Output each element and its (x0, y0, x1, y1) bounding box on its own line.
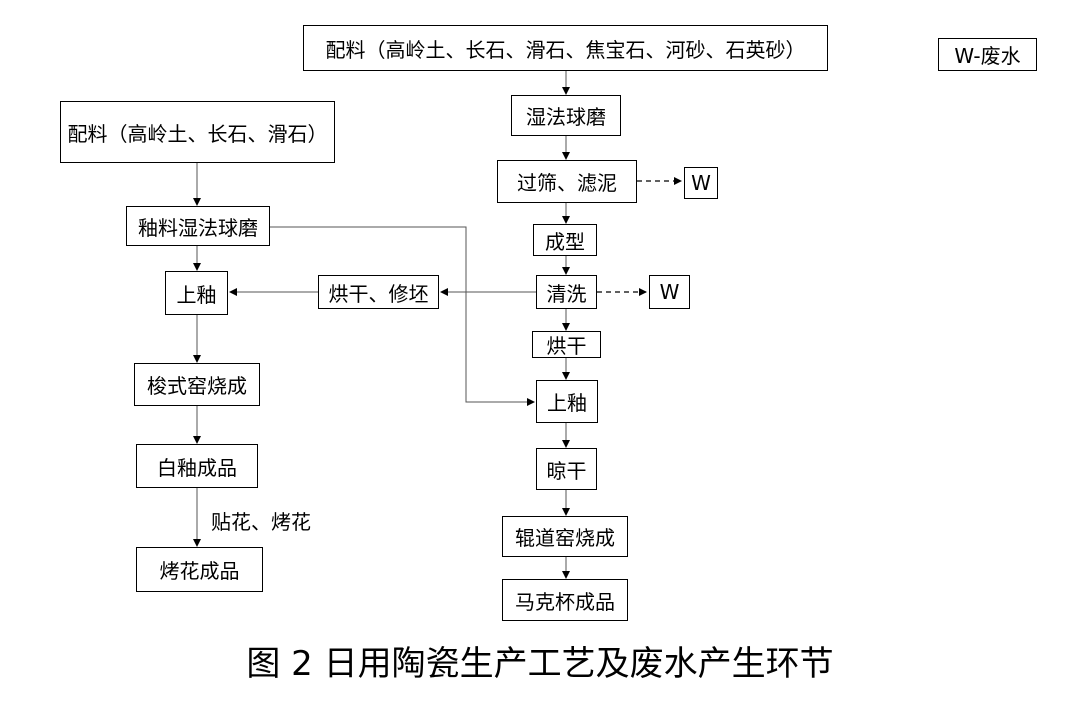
arrow-glaze-milling-to-right-glazing (270, 226, 535, 406)
box-waste-sieving: W (684, 167, 718, 199)
box-right-material: 配料（高岭土、长石、滑石、焦宝石、河砂、石英砂） (303, 25, 828, 71)
box-decal-product: 烤花成品 (136, 547, 263, 592)
box-dry-trim: 烘干、修坯 (318, 275, 439, 309)
box-shuttle-kiln: 梭式窑烧成 (134, 363, 260, 406)
box-washing: 清洗 (536, 275, 597, 309)
box-air-drying: 晾干 (536, 448, 597, 490)
box-mug-product: 马克杯成品 (502, 579, 628, 621)
box-wet-milling: 湿法球磨 (511, 95, 621, 136)
box-white-product: 白釉成品 (136, 444, 258, 488)
box-sieving: 过筛、滤泥 (497, 160, 637, 203)
figure-caption: 图 2 日用陶瓷生产工艺及废水产生环节 (246, 644, 834, 684)
box-left-material: 配料（高岭土、长石、滑石） (60, 101, 335, 163)
box-drying: 烘干 (532, 331, 601, 358)
box-roller-kiln: 辊道窑烧成 (502, 516, 628, 557)
box-right-glazing: 上釉 (536, 380, 598, 423)
box-waste-washing: W (649, 275, 690, 309)
legend-box: W-废水 (938, 38, 1037, 71)
box-glaze-milling: 釉料湿法球磨 (126, 206, 270, 246)
label-decal: 贴花、烤花 (211, 510, 311, 534)
box-left-glazing: 上釉 (165, 271, 228, 315)
box-forming: 成型 (533, 224, 597, 256)
